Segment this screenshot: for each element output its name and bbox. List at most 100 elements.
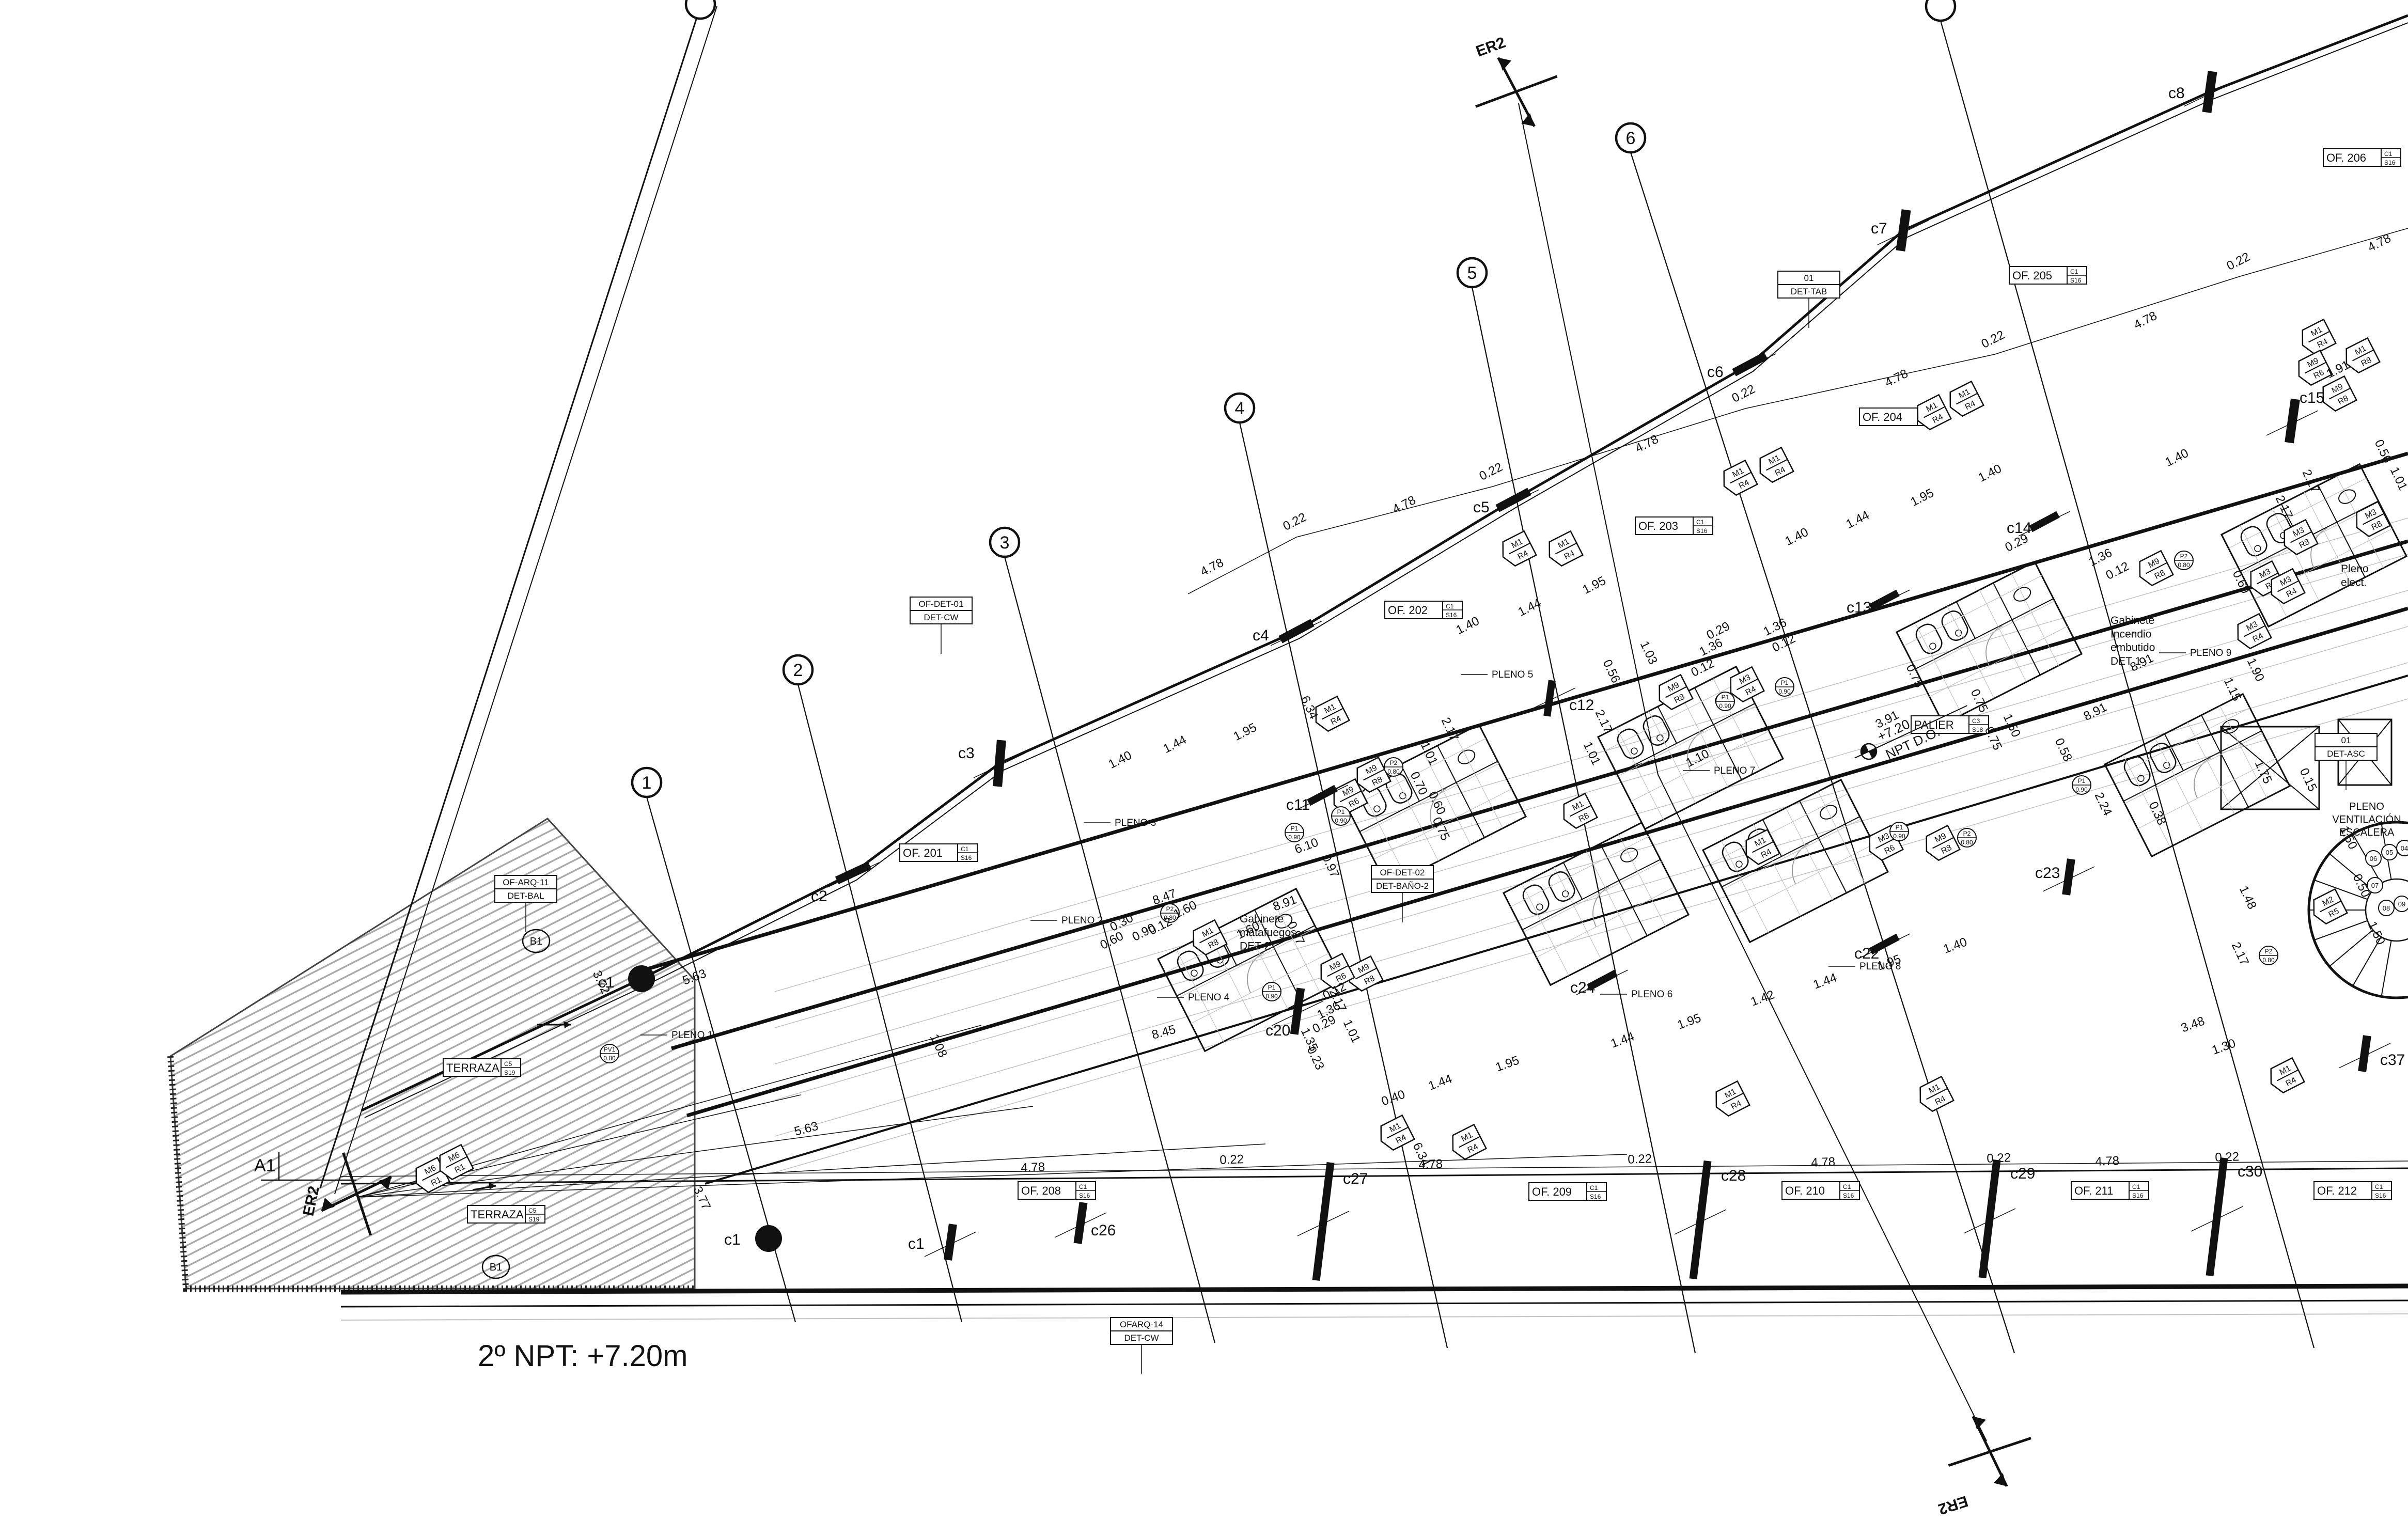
- room-name: TERRAZA: [471, 1208, 524, 1221]
- room-tag-top: C1: [1696, 519, 1705, 526]
- callout-ref: OF-ARQ-11: [503, 877, 549, 887]
- stair-step-text: 08: [2383, 904, 2390, 912]
- dimension-text: 1.90: [2244, 656, 2267, 684]
- bathroom-cluster: [1339, 723, 1527, 888]
- callout-detail: DET-ASC: [2327, 749, 2365, 759]
- dimension-text: 0.60: [1426, 789, 1448, 817]
- room-name: OF. 211: [2074, 1184, 2113, 1197]
- column-marker: c29: [1963, 1159, 2035, 1279]
- grid-bubble-number: 3: [1000, 533, 1010, 553]
- b1-tag: B1: [481, 1255, 510, 1279]
- note-text: Pleno: [2341, 563, 2369, 575]
- callout-ref: OF-DET-01: [919, 599, 964, 609]
- column-label: c30: [2238, 1163, 2262, 1180]
- dimension-text: 1.44: [1427, 1072, 1454, 1093]
- column-marker: c5: [1473, 488, 1540, 516]
- dimension-text: 1.40: [1976, 462, 2004, 485]
- section-marker-label: ER2: [1936, 1492, 1970, 1517]
- room-tag-bottom: S16: [2070, 277, 2082, 284]
- door-type: P1: [1291, 825, 1299, 832]
- stair-step-text: 04: [2401, 844, 2408, 852]
- door-type: P1: [2078, 777, 2086, 785]
- dimension-text: 1.08: [927, 1032, 950, 1060]
- room-tag-bottom: S16: [2384, 159, 2396, 166]
- column-label: c23: [2035, 865, 2060, 882]
- room-tag-top: C1: [2132, 1183, 2140, 1190]
- dimension-text: 1.36: [2087, 546, 2115, 569]
- dimension-text: 0.22: [1219, 1152, 1244, 1167]
- dimension-text: 0.22: [1477, 460, 1505, 483]
- door-width: 0.80: [1164, 914, 1176, 921]
- door-tag: P20.80: [2259, 946, 2278, 965]
- plenum-label: PLENO 8: [1859, 961, 1901, 972]
- door-tag: P1 0.90: [1285, 823, 1304, 842]
- column-marker: c15: [2266, 389, 2324, 444]
- room-tag-bottom: S16: [1843, 1192, 1854, 1199]
- column-marker: c12: [1523, 680, 1594, 717]
- column-marker: c37: [2338, 1035, 2405, 1072]
- callout-detail: DET-TAB: [1791, 287, 1827, 296]
- room-name: OF. 212: [2317, 1184, 2357, 1197]
- room-tag-top: C1: [2375, 1183, 2383, 1190]
- room-tag-bottom: S16: [1696, 527, 1708, 535]
- column-marker: c30: [2191, 1157, 2262, 1277]
- door-type: P1: [1337, 808, 1345, 816]
- room-tag-top: C1: [2384, 150, 2393, 158]
- callout-detail: DET-CW: [1124, 1333, 1159, 1343]
- note-text: DET 1: [2110, 655, 2141, 667]
- note-text: DET 2: [1240, 940, 1270, 952]
- dimension-text: 1.44: [1161, 733, 1189, 756]
- section-marker-icon: [1475, 57, 1558, 127]
- door-width: 0.90: [1288, 834, 1301, 841]
- stair-step-number: 09: [2394, 896, 2408, 912]
- column-marker: c4: [1253, 619, 1323, 646]
- column-marker: c23: [2035, 858, 2095, 896]
- column-label: c28: [1721, 1167, 1746, 1184]
- door-type: P2: [1166, 905, 1174, 913]
- room-tag-bottom: S19: [504, 1069, 515, 1076]
- door-tag: P10.90: [1715, 692, 1735, 711]
- dimension-text: 1.44: [1844, 508, 1872, 531]
- room-tag-bottom: S16: [2375, 1192, 2386, 1199]
- door-tag: P10.90: [1889, 822, 1909, 841]
- door-tag: P20.80: [1384, 757, 1403, 777]
- bathroom-cluster: [2103, 693, 2291, 858]
- stair-step-number: 05: [2381, 844, 2398, 860]
- door-tag: P10.90: [1775, 677, 1794, 697]
- room-tag-top: C1: [961, 845, 969, 853]
- dimension-text: 0.22: [1281, 510, 1309, 534]
- door-type: P2: [2180, 553, 2188, 560]
- dimension-text: 0.12: [1689, 656, 1717, 680]
- note-text: PLENO: [2349, 801, 2384, 812]
- dimension-text: 0.12: [2104, 559, 2132, 583]
- door-type: PV1: [604, 1046, 616, 1053]
- dimension-text: 1.44: [1516, 596, 1544, 619]
- dimension-text: 1.44: [1609, 1029, 1636, 1050]
- dimension-text: 0.58: [2052, 736, 2075, 764]
- section-marker-label: ER2: [1474, 34, 1508, 60]
- callout-detail: DET-CW: [924, 613, 958, 622]
- room-name: OF. 202: [1388, 604, 1428, 617]
- dimension-text: 2.17: [1438, 715, 1461, 743]
- dimension-text: 0.15: [2297, 766, 2320, 794]
- room-name: OF. 205: [2012, 269, 2052, 282]
- dimension-text: 1.95: [1581, 574, 1608, 597]
